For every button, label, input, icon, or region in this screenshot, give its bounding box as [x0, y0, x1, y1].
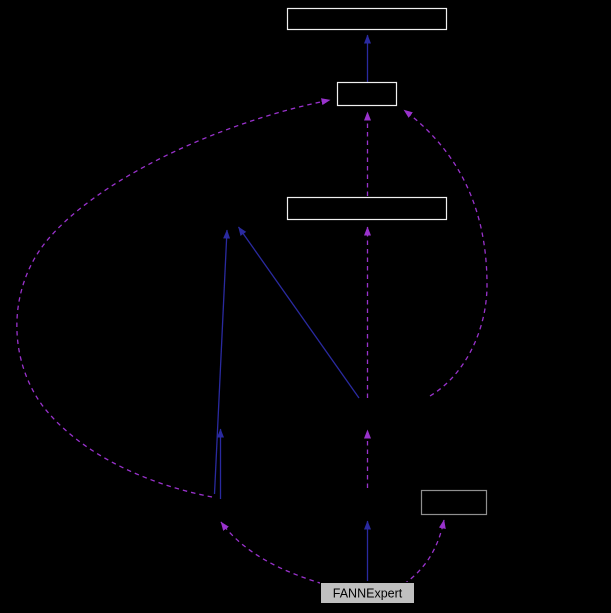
node-fannexpert-label: FANNExpert: [333, 587, 403, 601]
node-side[interactable]: [420, 489, 488, 516]
collaboration-edge-right-curve: [403, 109, 488, 397]
collaboration-edge-left-curve: [16, 98, 331, 498]
collaboration-edge-main-to-side-node: [403, 519, 446, 585]
inheritance-edge-long-diagonal: [237, 226, 360, 399]
inheritance-edge-left-diagonal: [213, 229, 231, 495]
node-fannexpert: [320, 582, 415, 604]
node-middle[interactable]: [286, 196, 448, 221]
node-top[interactable]: [286, 7, 448, 31]
node-upper[interactable]: [336, 81, 398, 107]
collaboration-edge-main-to-left-node: [220, 521, 331, 587]
